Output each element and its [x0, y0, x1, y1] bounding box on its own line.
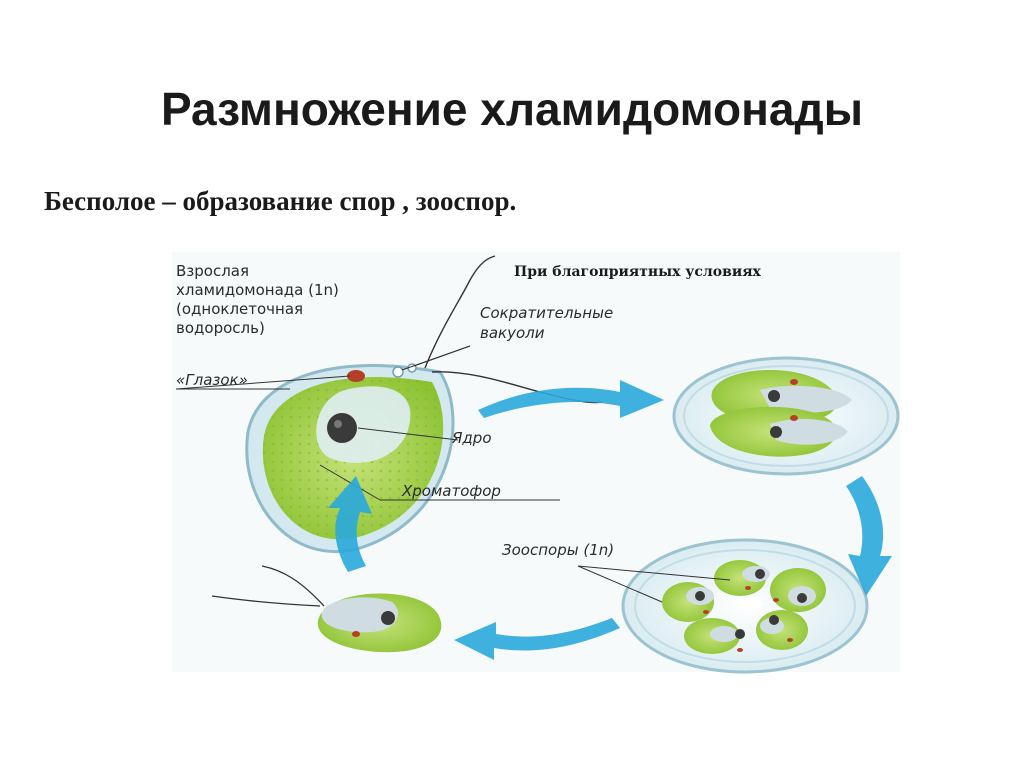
label-eyespot: «Глазок»	[176, 371, 248, 389]
adult-cell	[245, 363, 455, 554]
slide-subtitle: Бесполое – образование спор , зооспор.	[44, 186, 517, 216]
cyst-two-cells	[672, 356, 900, 476]
label-adult-line1: Взрослая	[176, 262, 249, 280]
eyespot	[347, 370, 365, 382]
label-adult-line4: водоросль)	[176, 319, 265, 337]
young-cell	[317, 593, 442, 653]
nucleus	[327, 413, 357, 443]
label-chromatophore: Хроматофор	[401, 482, 501, 500]
label-adult-line3: (одноклеточная	[176, 300, 303, 318]
flagellum	[261, 565, 325, 607]
label-adult-line2: хламидомонада (1n)	[176, 281, 339, 299]
label-nucleus: Ядро	[451, 429, 492, 447]
label-vacuoles-line1: Сократительные	[480, 304, 613, 322]
flagellum	[424, 255, 496, 369]
label-vacuoles-line2: вакуоли	[480, 324, 545, 342]
label-zoospores: Зооспоры (1n)	[502, 541, 614, 559]
flagellum	[211, 595, 321, 607]
slide-title: Размножение хламидомонады	[160, 83, 864, 135]
cycle-arrow-icon	[328, 380, 892, 660]
cyst-zoospores	[621, 538, 869, 674]
vacuole	[392, 366, 404, 378]
label-conditions: При благоприятных условиях	[514, 264, 762, 280]
